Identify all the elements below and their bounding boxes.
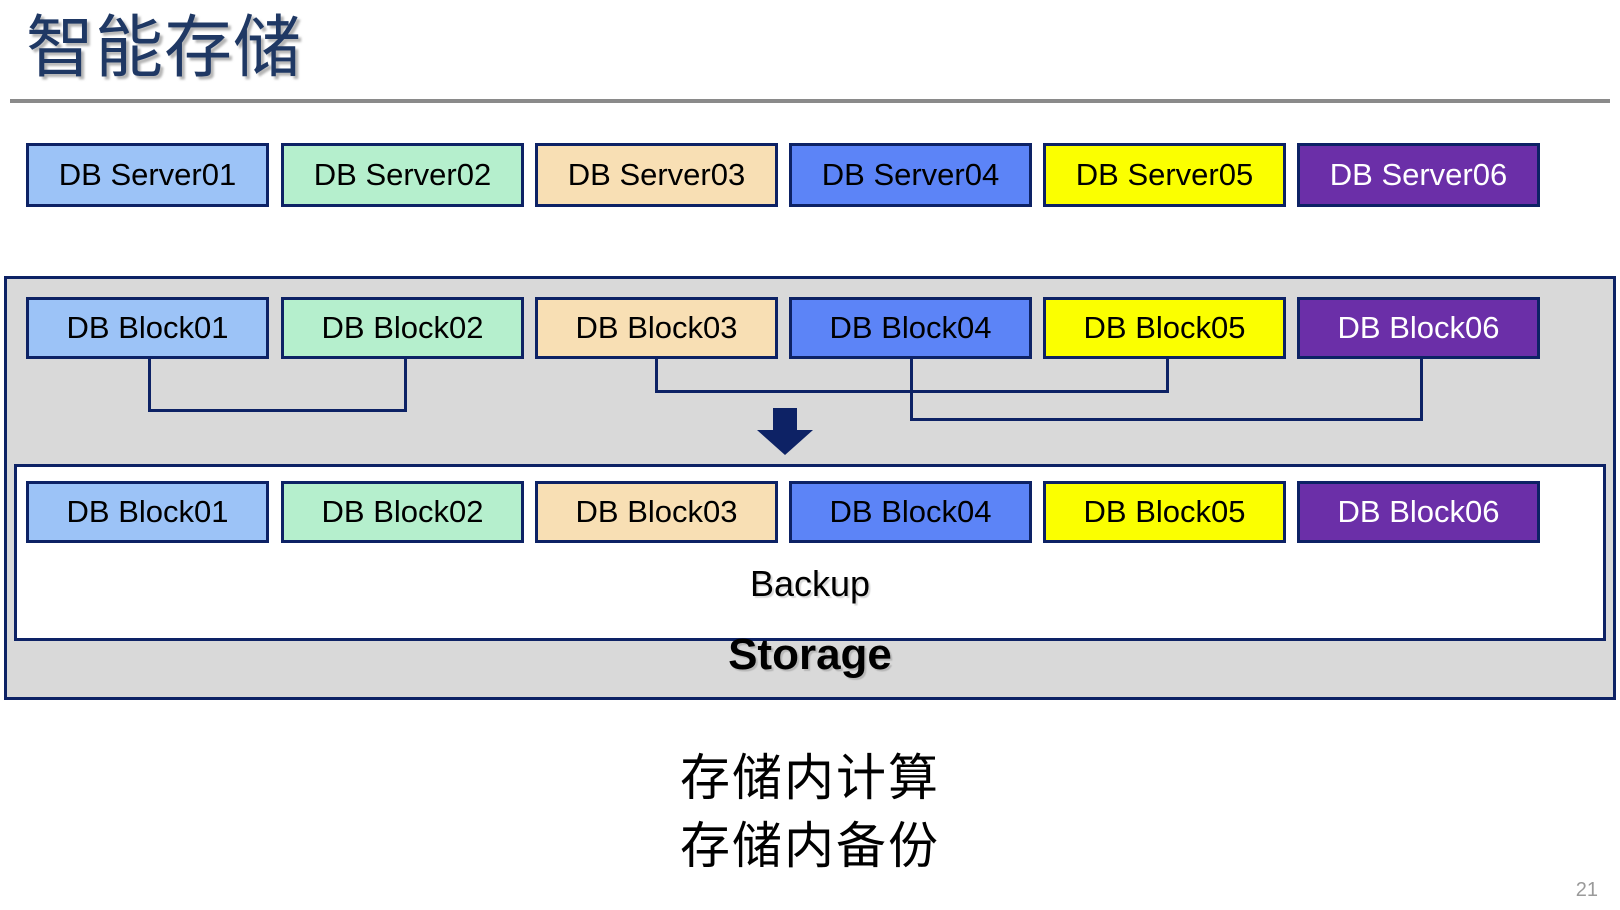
db-block-source-box-3[interactable]: DB Block03: [535, 297, 778, 359]
db-block-backup-box-6[interactable]: DB Block06: [1297, 481, 1540, 543]
db-block-backup-box-label: DB Block02: [321, 494, 484, 529]
db-server-box-5[interactable]: DB Server05: [1043, 143, 1286, 207]
connector-block01-block02-left-stem: [148, 359, 151, 409]
connector-block05-block06-left-stem: [910, 359, 913, 418]
db-block-backup-box-3[interactable]: DB Block03: [535, 481, 778, 543]
db-server-box-4[interactable]: DB Server04: [789, 143, 1032, 207]
db-block-source-box-5[interactable]: DB Block05: [1043, 297, 1286, 359]
db-block-backup-box-label: DB Block03: [575, 494, 738, 529]
db-block-backup-box-label: DB Block06: [1337, 494, 1500, 529]
db-block-source-box-2[interactable]: DB Block02: [281, 297, 524, 359]
db-block-backup-box-1[interactable]: DB Block01: [26, 481, 269, 543]
connector-block05-block06-crossbar: [910, 418, 1423, 421]
db-server-box-label: DB Server06: [1329, 157, 1508, 192]
down-arrow-icon: [755, 408, 815, 456]
db-server-box-1[interactable]: DB Server01: [26, 143, 269, 207]
db-block-source-box-label: DB Block05: [1083, 310, 1246, 345]
connector-block03-block04-right-stem: [1166, 359, 1169, 390]
storage-label: Storage: [728, 630, 892, 679]
connector-block05-block06-right-stem: [1420, 359, 1423, 418]
db-server-box-label: DB Server03: [567, 157, 746, 192]
db-server-box-6[interactable]: DB Server06: [1297, 143, 1540, 207]
db-block-backup-box-label: DB Block04: [829, 494, 992, 529]
db-block-source-box-6[interactable]: DB Block06: [1297, 297, 1540, 359]
db-block-backup-box-5[interactable]: DB Block05: [1043, 481, 1286, 543]
db-server-box-label: DB Server01: [58, 157, 237, 192]
db-block-source-box-4[interactable]: DB Block04: [789, 297, 1032, 359]
db-block-source-box-label: DB Block03: [575, 310, 738, 345]
page-number: 21: [1575, 879, 1598, 901]
db-server-box-2[interactable]: DB Server02: [281, 143, 524, 207]
backup-label: Backup: [749, 563, 871, 604]
db-server-box-3[interactable]: DB Server03: [535, 143, 778, 207]
db-block-source-box-label: DB Block04: [829, 310, 992, 345]
caption-in-storage-compute: 存储内计算: [680, 750, 940, 806]
db-block-backup-box-2[interactable]: DB Block02: [281, 481, 524, 543]
title-divider: [10, 99, 1610, 103]
connector-block01-block02-right-stem: [404, 359, 407, 409]
db-server-box-label: DB Server02: [313, 157, 492, 192]
db-block-source-box-label: DB Block06: [1337, 310, 1500, 345]
connector-block01-block02-crossbar: [148, 409, 407, 412]
db-block-backup-box-label: DB Block01: [66, 494, 229, 529]
page-title: 智能存储: [26, 10, 303, 86]
db-block-backup-box-4[interactable]: DB Block04: [789, 481, 1032, 543]
db-server-box-label: DB Server04: [821, 157, 1000, 192]
db-block-source-box-label: DB Block01: [66, 310, 229, 345]
db-block-source-box-label: DB Block02: [321, 310, 484, 345]
db-server-box-label: DB Server05: [1075, 157, 1254, 192]
db-block-backup-box-label: DB Block05: [1083, 494, 1246, 529]
connector-block03-block04-left-stem: [655, 359, 658, 390]
caption-in-storage-backup: 存储内备份: [680, 818, 940, 874]
db-block-source-box-1[interactable]: DB Block01: [26, 297, 269, 359]
